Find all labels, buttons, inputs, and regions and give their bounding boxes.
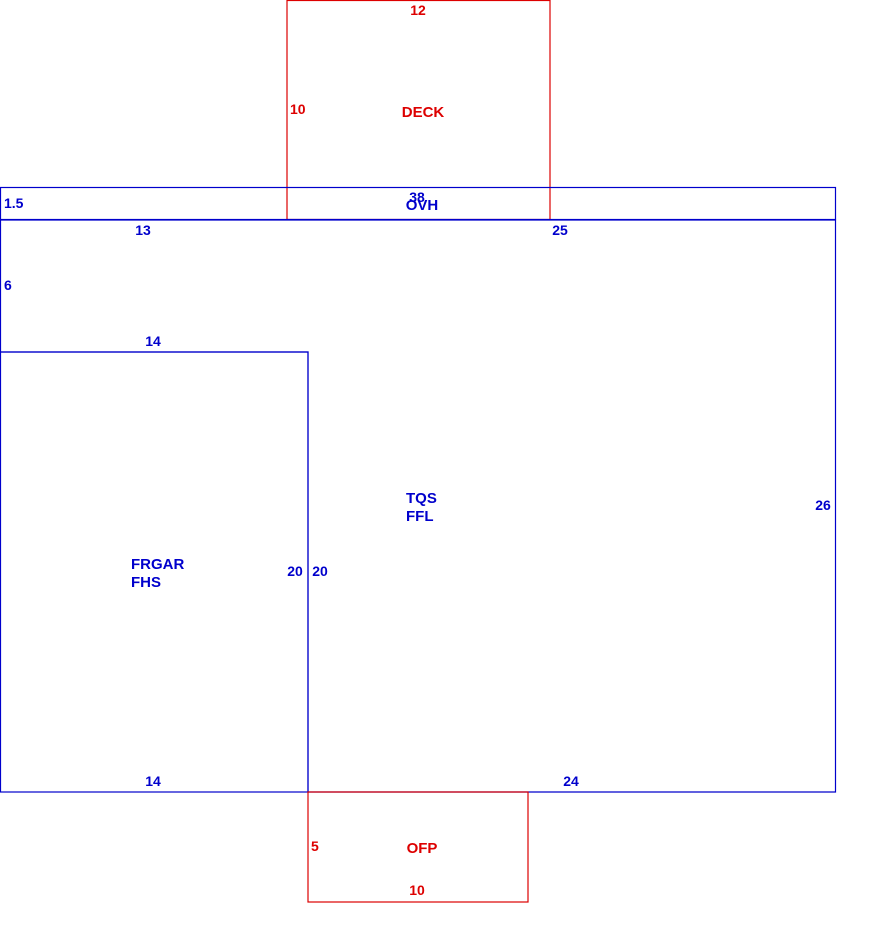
deck-dim-left: 10 [290, 101, 306, 117]
deck-dim-top: 12 [410, 2, 426, 18]
porch-outline [307, 791, 529, 903]
main-dim-left-upper: 6 [4, 277, 12, 293]
garage-dim-top: 14 [145, 333, 161, 349]
deck-label: DECK [402, 104, 445, 121]
garage-dim-bottom: 14 [145, 773, 161, 789]
porch-label: OFP [407, 840, 438, 857]
garage-dim-right: 20 [287, 563, 303, 579]
porch-dim-bottom: 10 [409, 882, 425, 898]
garage-label-line2: FHS [131, 574, 161, 591]
main-dim-right: 26 [815, 497, 831, 513]
porch-dim-left: 5 [311, 838, 319, 854]
garage-label-line1: FRGAR [131, 556, 184, 573]
overhang-dim-top: 38 [409, 189, 425, 205]
main-label-line2: FFL [406, 508, 434, 525]
main-label-line1: TQS [406, 490, 437, 507]
main-dim-bottom-right: 24 [563, 773, 579, 789]
main-dim-top-right: 25 [552, 222, 568, 238]
main-dim-top-left: 13 [135, 222, 151, 238]
overhang-dim-left: 1.5 [4, 195, 24, 211]
main-dim-inner-right: 20 [312, 563, 328, 579]
overhang-label: OVH [406, 197, 439, 214]
garage-outline [0, 351, 309, 793]
